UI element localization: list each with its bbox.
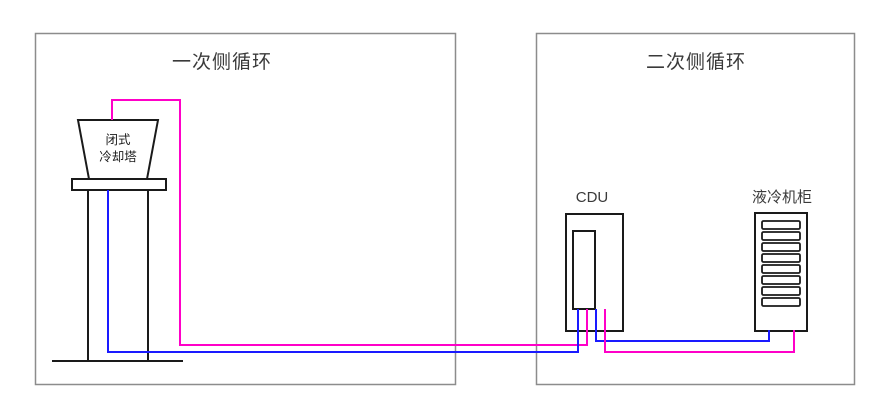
secondary-cold-supply-pipe bbox=[595, 309, 770, 342]
liquid-cooled-cabinet: 液冷机柜 bbox=[752, 189, 812, 332]
cdu-unit: CDU bbox=[565, 189, 624, 332]
secondary-loop-zone-box bbox=[535, 32, 856, 386]
secondary-loop-title: 二次侧循环 bbox=[646, 51, 746, 73]
cabinet-server-slat bbox=[761, 220, 801, 230]
cabinet-server-slat bbox=[761, 286, 801, 296]
cabinet-server-slat bbox=[761, 264, 801, 274]
cooling-tower-platform bbox=[71, 178, 167, 191]
primary-hot-return-pipe bbox=[111, 99, 588, 346]
primary-loop-zone-box bbox=[34, 32, 457, 386]
cabinet-server-slat bbox=[761, 253, 801, 263]
cabinet-server-slat bbox=[761, 231, 801, 241]
cooling-tower-label-line2: 冷却塔 bbox=[99, 150, 137, 164]
primary-cold-supply-pipe bbox=[107, 190, 579, 353]
closed-cooling-tower: 闭式 冷却塔 bbox=[52, 119, 183, 362]
cdu-label: CDU bbox=[576, 189, 609, 206]
cdu-heat-exchanger bbox=[572, 230, 596, 310]
cabinet-server-slat bbox=[761, 275, 801, 285]
cabinet-server-slat bbox=[761, 242, 801, 252]
cooling-tower-label-line1: 闭式 bbox=[105, 133, 131, 147]
cabinet-server-slat bbox=[761, 297, 801, 307]
primary-loop-title: 一次侧循环 bbox=[172, 51, 272, 73]
cabinet-label: 液冷机柜 bbox=[752, 189, 812, 206]
secondary-hot-return-pipe bbox=[604, 309, 795, 353]
